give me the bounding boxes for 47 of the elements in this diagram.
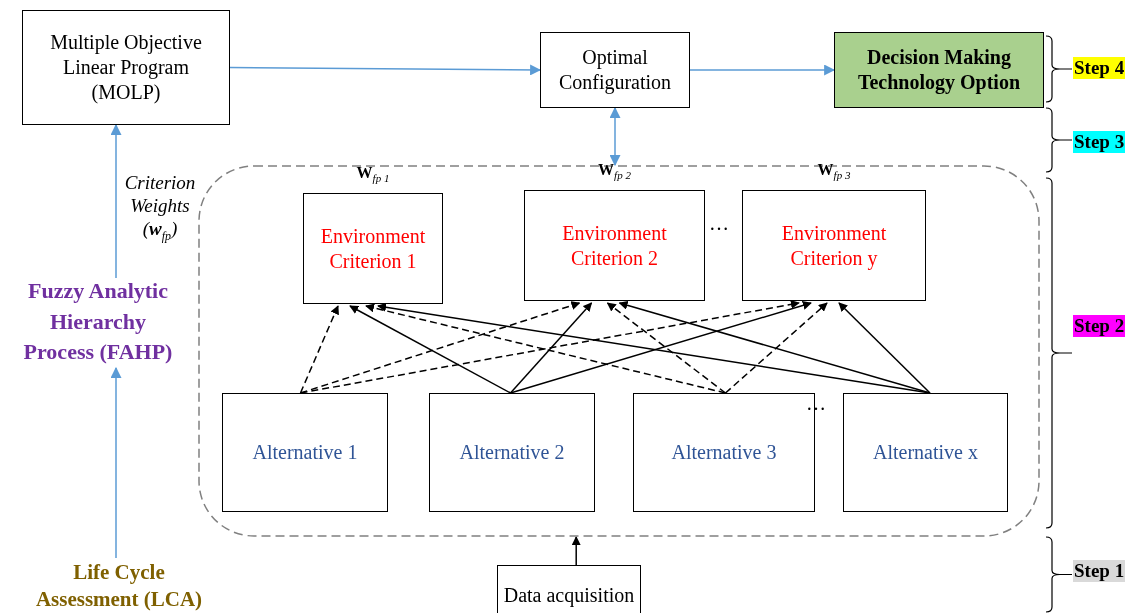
method-label: Life Cycle Assessment (LCA) (34, 559, 204, 612)
process-box (497, 565, 641, 613)
method-label: Fuzzy Analytic Hierarchy Process (FAHP) (22, 276, 174, 367)
step-label: Step 1 (1073, 560, 1126, 582)
process-box (540, 32, 690, 108)
arrow (110, 366, 122, 559)
arrow (229, 64, 542, 76)
arrow (110, 123, 122, 279)
arrow (509, 302, 593, 394)
alternative-box (429, 393, 595, 512)
arrow (606, 302, 727, 394)
process-box (22, 10, 230, 125)
arrow (609, 106, 621, 167)
arrow (571, 536, 581, 566)
box-label: Decision Making Technology Option (856, 45, 1022, 95)
box-label: Environment Criterion 1 (319, 223, 427, 274)
box-label: Alternative x (872, 440, 979, 465)
box-label: Data acquisition (502, 582, 636, 608)
arrow (349, 305, 512, 394)
weight-label: W$_{fp 3}$ (816, 161, 852, 182)
arrow (299, 300, 800, 394)
box-label: Alternative 1 (251, 440, 359, 465)
arrow (838, 302, 931, 394)
arrow (365, 303, 727, 394)
step-label: Step 3 (1073, 131, 1126, 153)
box-label: Multiple Objective Linear Program (MOLP) (49, 30, 203, 105)
arrow (689, 64, 836, 76)
step-label: Step 4 (1073, 57, 1126, 79)
arrow (509, 301, 812, 394)
weight-label: W$_{fp 1}$ (355, 164, 391, 185)
decision-box (834, 32, 1044, 108)
ellipsis: … (709, 212, 729, 235)
weight-label: W$_{fp 2}$ (597, 161, 632, 182)
arrow (724, 302, 828, 394)
box-label: Alternative 2 (458, 440, 566, 465)
alternative-box (843, 393, 1008, 512)
box-label: Environment Criterion y (780, 220, 888, 271)
arrow (618, 300, 931, 394)
ellipsis: … (806, 392, 826, 415)
step-label: Step 2 (1073, 315, 1126, 337)
arrow (299, 305, 339, 394)
box-label: Alternative 3 (670, 440, 778, 465)
box-label: Environment Criterion 2 (561, 220, 668, 271)
dashed-group-boundary (198, 165, 1040, 537)
box-label: Optimal Configuration (557, 45, 673, 95)
edge-label: Criterion Weights (w$_{fp}$) (123, 172, 197, 243)
alternative-box (222, 393, 388, 512)
